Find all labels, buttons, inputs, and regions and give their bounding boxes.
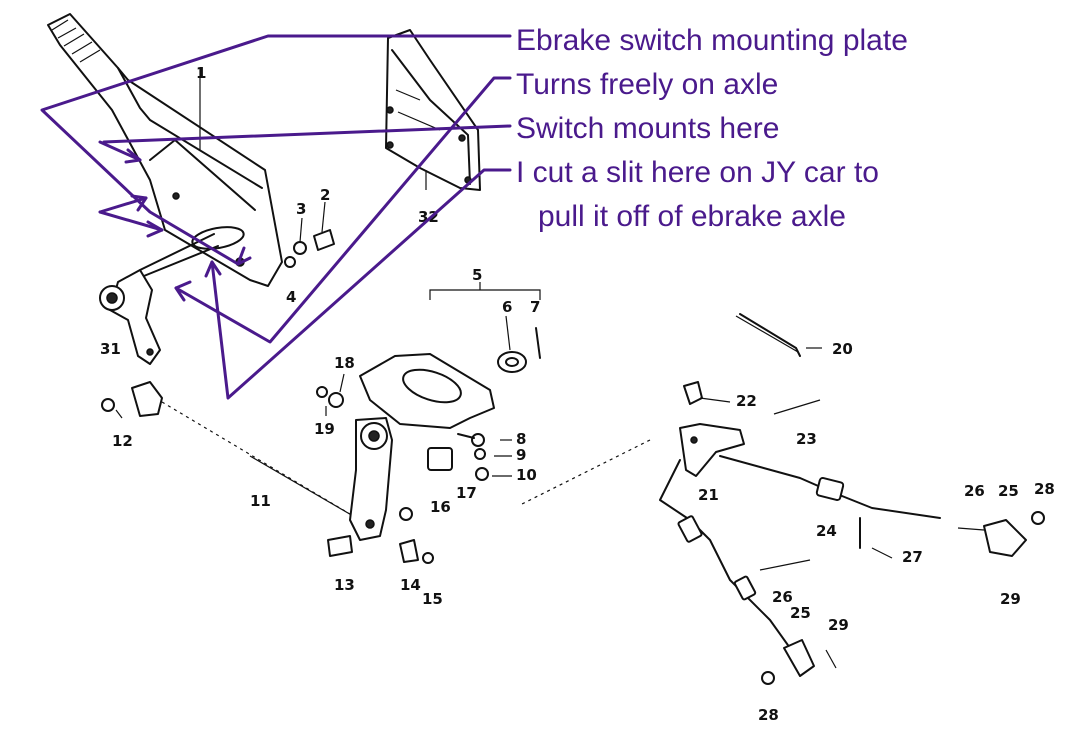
adjuster-rod [101,381,361,521]
label-part-19: 19 [314,420,335,438]
label-part-2: 2 [320,186,330,204]
label-part-32: 32 [418,208,439,226]
label-part-29b: 29 [828,616,849,634]
part-number-labels: 1 2 3 4 5 6 7 8 9 10 11 12 13 14 15 16 1… [100,64,1055,724]
mounting-base-plate [359,282,541,429]
rear-cable-assembly [519,313,1045,685]
bolt-washer-hardware [284,229,335,268]
label-part-23: 23 [796,430,817,448]
part-leader-lines [115,68,893,559]
label-part-20: 20 [832,340,853,358]
label-part-5: 5 [472,266,482,284]
label-part-12: 12 [112,432,133,450]
annotation-turns-freely: Turns freely on axle [516,68,778,101]
label-part-31: 31 [100,340,121,358]
label-part-26a: 26 [964,482,985,500]
annotation-switch-mounting-plate: Ebrake switch mounting plate [516,24,908,57]
label-part-11: 11 [250,492,271,510]
annotation-text: Ebrake switch mounting plate Turns freel… [516,24,908,233]
label-part-8: 8 [516,430,526,448]
label-part-17: 17 [456,484,477,502]
label-part-7: 7 [530,298,540,316]
annotation-cut-slit-line2: pull it off of ebrake axle [538,200,846,233]
center-lever-assembly [316,386,453,564]
label-part-27: 27 [902,548,923,566]
label-part-10: 10 [516,466,537,484]
label-part-1: 1 [196,64,206,82]
label-part-9: 9 [516,446,526,464]
label-part-4: 4 [286,288,296,306]
annotation-switch-mounts-here: Switch mounts here [516,112,779,145]
label-part-15: 15 [422,590,443,608]
pivot-arm [99,269,161,365]
label-part-28b: 28 [758,706,779,724]
label-part-6: 6 [502,298,512,316]
label-part-26b: 26 [772,588,793,606]
label-part-18: 18 [334,354,355,372]
label-part-16: 16 [430,498,451,516]
annotation-cut-slit-line1: I cut a slit here on JY car to [516,156,879,189]
label-part-25a: 25 [998,482,1019,500]
label-part-24: 24 [816,522,837,540]
label-part-14: 14 [400,576,421,594]
label-part-22: 22 [736,392,757,410]
label-part-21: 21 [698,486,719,504]
switch-mounting-plate-bracket [385,29,481,191]
label-part-29a: 29 [1000,590,1021,608]
label-part-13: 13 [334,576,355,594]
label-part-28a: 28 [1034,480,1055,498]
label-part-25b: 25 [790,604,811,622]
grommet-and-pins [457,327,541,481]
label-part-3: 3 [296,200,306,218]
annotation-pointer-lines [40,34,512,400]
